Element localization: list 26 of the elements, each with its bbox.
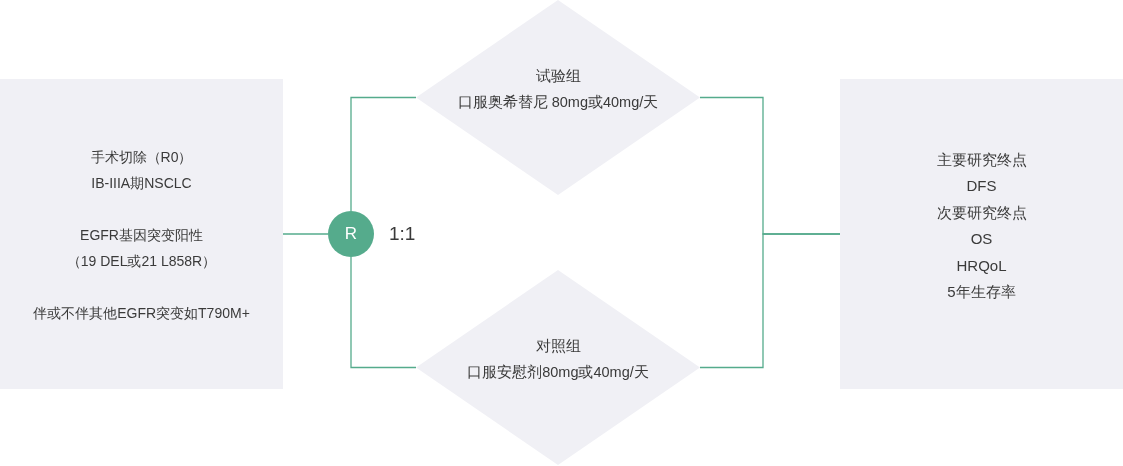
connector-line	[350, 256, 417, 369]
arm-text: 对照组	[535, 337, 581, 356]
arm-text: 口服安慰剂80mg或40mg/天	[467, 363, 649, 382]
endpoint-text: 主要研究终点	[936, 150, 1027, 170]
control-diamond	[416, 270, 700, 465]
endpoint-text: 5年生存率	[947, 282, 1016, 303]
endpoint-text: DFS	[966, 176, 997, 197]
endpoint-panel	[840, 79, 1123, 389]
circle-label: R	[344, 223, 358, 245]
criteria-text: 手术切除（R0）	[90, 148, 193, 167]
criteria-text: IB-IIIA期NSCLC	[91, 174, 192, 193]
connector-line	[699, 233, 841, 369]
randomization-circle	[328, 211, 374, 257]
arm-text: 口服奥希替尼 80mg或40mg/天	[457, 93, 659, 112]
criteria-panel	[0, 79, 283, 389]
criteria-text: 伴或不伴其他EGFR突变如T790M+	[33, 304, 250, 323]
connector-line	[350, 96, 417, 212]
connector-line	[282, 233, 329, 235]
endpoint-text: 次要研究终点	[936, 202, 1027, 223]
ratio-label: 1:1	[389, 222, 416, 246]
criteria-text: （19 DEL或21 L858R）	[66, 252, 217, 271]
treatment-diamond	[416, 0, 700, 195]
endpoint-text: OS	[970, 229, 993, 250]
arm-text: 试验组	[535, 67, 581, 86]
criteria-text: EGFR基因突变阳性	[80, 226, 203, 245]
endpoint-text: HRQoL	[956, 255, 1007, 276]
